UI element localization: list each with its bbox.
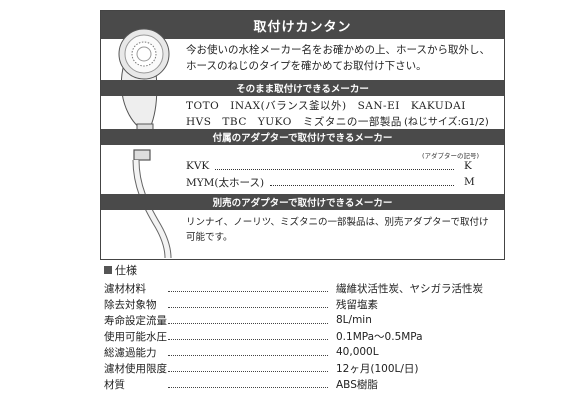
section-direct-title: そのまま取付けできるメーカー [236, 84, 369, 95]
leader-dots [215, 163, 454, 170]
leader-dots [270, 179, 454, 186]
spec-heading: 仕様 [104, 262, 137, 278]
spec-row: 総濾過能力 40,000L [104, 344, 534, 360]
spec-value: 8L/min [336, 314, 372, 326]
adapter-row: KVK K [186, 159, 476, 173]
spec-label: 使用可能水圧 [104, 330, 167, 343]
spec-label: 材質 [104, 378, 125, 391]
section-included-title: 付属のアダプターで取付けできるメーカー [212, 133, 393, 144]
spec-value: 0.1MPa～0.5MPa [336, 330, 423, 343]
leader-dots [168, 365, 328, 372]
adapter-maker: KVK [186, 160, 210, 172]
leader-dots [168, 349, 328, 356]
spec-label: 濾材使用限度 [104, 362, 167, 375]
shower-head-illustration [118, 28, 170, 131]
spec-heading-text: 仕様 [115, 264, 137, 277]
spec-label: 寿命設定流量 [104, 314, 167, 327]
spec-label: 濾材材料 [104, 282, 146, 295]
adapter-code: M [464, 176, 475, 188]
section-direct-header: そのまま取付けできるメーカー [101, 80, 504, 96]
leader-dots [168, 301, 328, 308]
spec-value: ABS樹脂 [336, 378, 378, 391]
direct-makers-line2: HVS TBC YUKO ミズタニの一部製品 [186, 116, 402, 128]
adapter-row: MYM(太ホース) M [186, 175, 476, 189]
square-bullet-icon [104, 266, 112, 274]
spec-value: 残留塩素 [336, 298, 378, 311]
leader-dots [168, 333, 328, 340]
section-sold-header: 別売のアダプターで取付けできるメーカー [101, 194, 504, 210]
intro-text: 今お使いの水栓メーカー名をお確かめの上、ホースから取外し、ホースのねじのタイプを… [186, 44, 490, 72]
spec-label: 総濾過能力 [104, 346, 157, 359]
spec-row: 除去対象物 残留塩素 [104, 296, 534, 312]
spec-row: 材質 ABS樹脂 [104, 376, 534, 392]
spec-row: 濾材材料 繊維状活性炭、ヤシガラ活性炭 [104, 280, 534, 296]
spec-row: 使用可能水圧 0.1MPa～0.5MPa [104, 328, 534, 344]
leader-dots [168, 381, 328, 388]
panel-title-text: 取付けカンタン [253, 19, 352, 35]
direct-makers-line1: TOTO INAX(バランス釜以外) SAN-EI KAKUDAI [186, 100, 466, 112]
leader-dots [168, 317, 328, 324]
spec-value: 12ヶ月(100L/日) [336, 362, 419, 375]
hose-illustration [132, 149, 172, 258]
spec-row: 寿命設定流量 8L/min [104, 312, 534, 328]
adapter-code: K [464, 160, 472, 172]
spec-value: 40,000L [336, 346, 379, 358]
panel-title: 取付けカンタン [101, 11, 504, 39]
section-included-header: 付属のアダプターで取付けできるメーカー [101, 129, 504, 145]
adapter-code-note: (アダプターの記号) [422, 152, 480, 160]
section-sold-title: 別売のアダプターで取付けできるメーカー [212, 198, 393, 209]
leader-dots [168, 285, 328, 292]
sold-adapter-text: リンナイ、ノーリツ、ミズタニの一部製品は、別売アダプターで取付け可能です。 [186, 217, 489, 243]
spec-label: 除去対象物 [104, 298, 157, 311]
spec-value: 繊維状活性炭、ヤシガラ活性炭 [336, 282, 483, 295]
spec-row: 濾材使用限度 12ヶ月(100L/日) [104, 360, 534, 376]
adapter-maker: MYM(太ホース) [186, 176, 265, 189]
thread-size-label: (ねじサイズ:G1/2) [404, 117, 489, 128]
